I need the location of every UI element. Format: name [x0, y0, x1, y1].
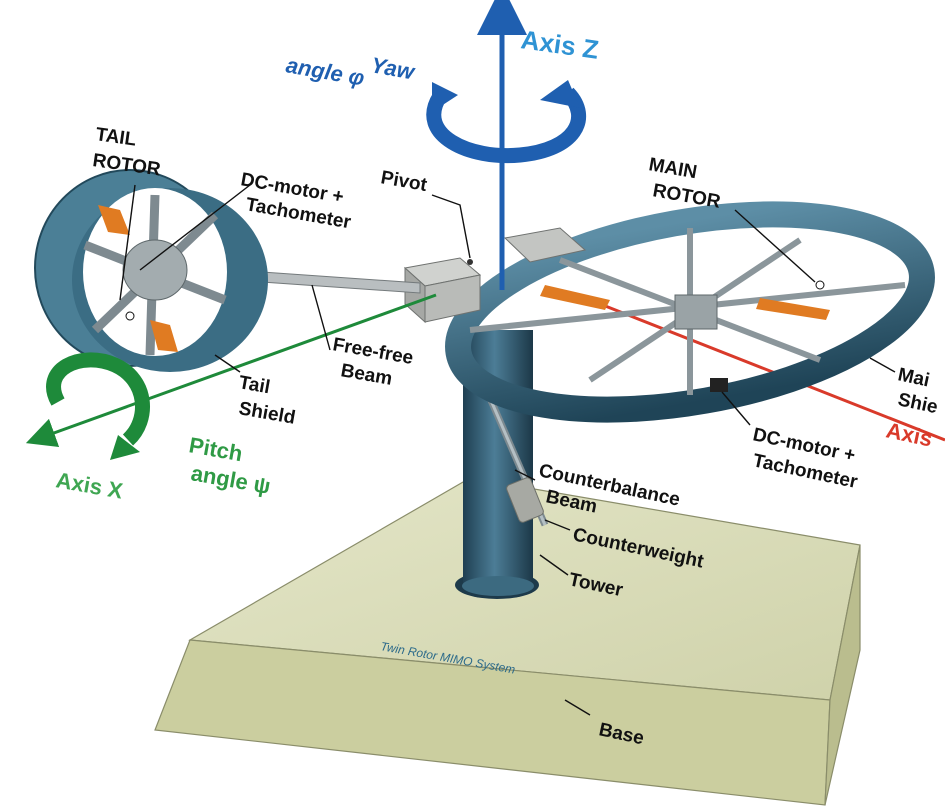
axis-x-label: Axis X: [54, 467, 125, 503]
free-beam-label-2: Beam: [339, 360, 394, 390]
main-rotor: [445, 201, 935, 423]
pitch-label-2: angle ψ: [189, 460, 272, 499]
axis-y-label: Axis: [884, 417, 935, 451]
tail-shield-label-1: Tail: [237, 372, 271, 398]
axis-z-label: Axis Z: [519, 24, 601, 65]
tail-shield-label-2: Shield: [237, 398, 297, 429]
axis-x: [25, 293, 437, 460]
tower: [455, 330, 539, 599]
axis-y-line: [584, 296, 945, 442]
tail-rotor: [34, 169, 268, 372]
main-shield-label-1: Mai: [896, 364, 931, 391]
free-free-beam: [261, 271, 421, 294]
axis-z: [426, 0, 586, 290]
counterweight: [506, 477, 544, 523]
leader-lines: [119, 184, 896, 716]
yaw-label-line1: Yaw: [369, 52, 418, 84]
main-rotor-label-1: MAIN: [647, 154, 698, 183]
main-shield-label-2: Shie: [896, 389, 940, 418]
pivot-block: [403, 227, 587, 324]
main-rotor-label-2: ROTOR: [651, 180, 722, 213]
yaw-label-line2: angle φ: [284, 52, 366, 90]
pivot-label: Pivot: [379, 167, 429, 196]
tail-rotor-label-1: TAIL: [94, 124, 138, 151]
